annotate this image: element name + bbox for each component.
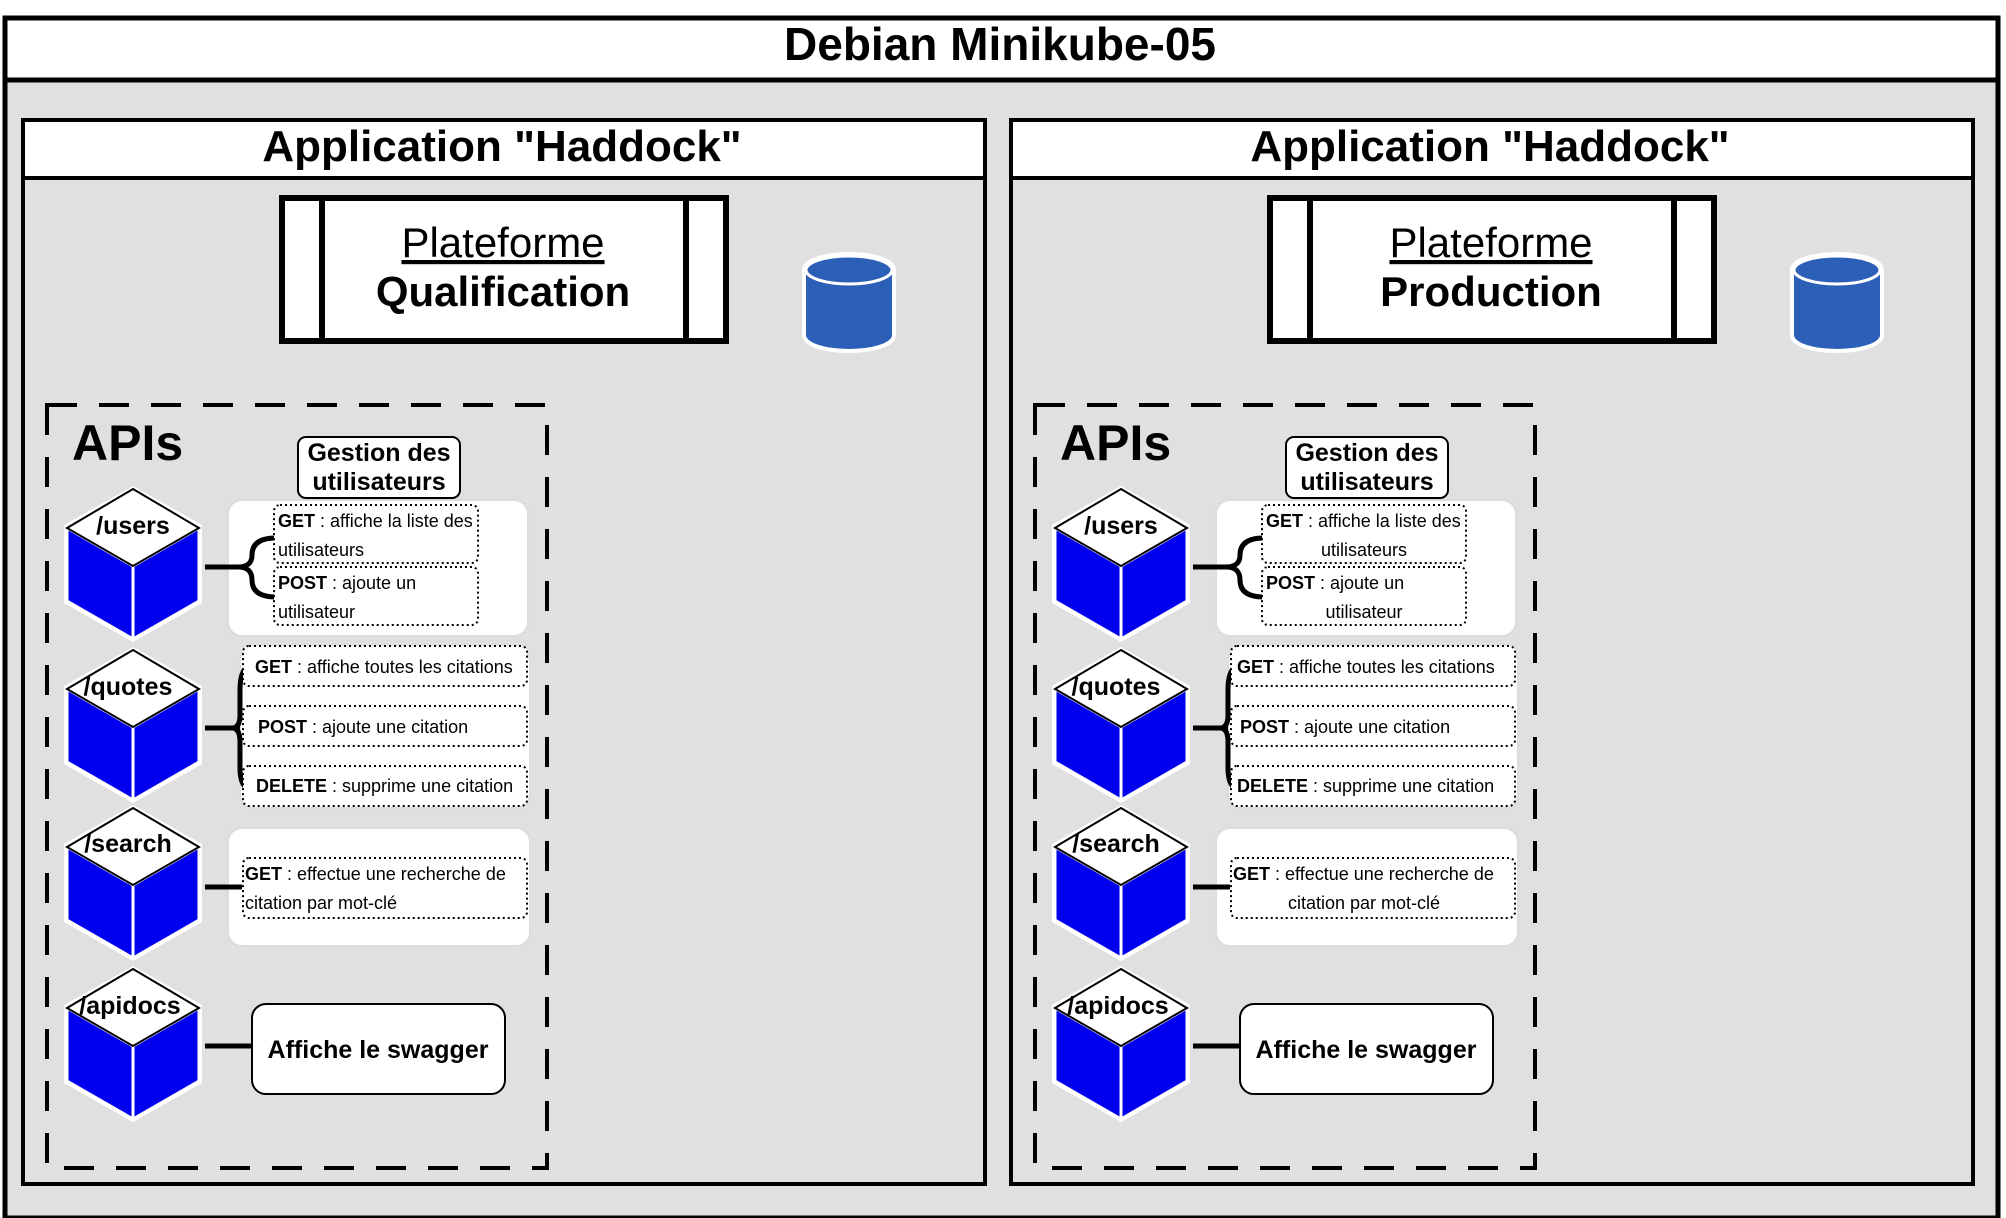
operation-text: POST : ajoute une citation bbox=[258, 717, 468, 737]
operation-text: GET : effectue une recherche de bbox=[1233, 864, 1494, 884]
app-title: Application "Haddock" bbox=[1250, 122, 1729, 171]
operation-text: GET : effectue une recherche de bbox=[245, 864, 506, 884]
endpoint-path: /users bbox=[1084, 512, 1158, 540]
swagger-label: Affiche le swagger bbox=[268, 1036, 489, 1064]
environment-qualification: Application "Haddock" Plateforme Qualifi… bbox=[21, 118, 987, 1186]
endpoint-path: /users bbox=[96, 512, 170, 540]
swagger-label: Affiche le swagger bbox=[1256, 1036, 1477, 1064]
operation-text-cont: utilisateur bbox=[1325, 602, 1402, 622]
cube-icon-search: /search bbox=[1052, 805, 1190, 961]
host-title: Debian Minikube-05 bbox=[784, 18, 1216, 70]
operation-text-cont: citation par mot-clé bbox=[1288, 893, 1440, 913]
operation-text-cont: utilisateurs bbox=[278, 540, 364, 560]
cube-icon-users: /users bbox=[64, 486, 202, 642]
platform-box bbox=[1267, 195, 1717, 344]
endpoint-path: /search bbox=[84, 830, 172, 858]
cube-icon-search: /search bbox=[64, 805, 202, 961]
cube-icon-quotes: /quotes bbox=[64, 647, 202, 803]
operation-text-cont: utilisateur bbox=[278, 602, 355, 622]
operation-text: GET : affiche toutes les citations bbox=[255, 657, 513, 677]
apis-label: APIs bbox=[72, 415, 183, 471]
apis-frame bbox=[45, 403, 549, 1170]
swagger-box bbox=[251, 1003, 506, 1095]
app-title-bar bbox=[21, 118, 987, 180]
operation-text-cont: citation par mot-clé bbox=[245, 893, 397, 913]
operation-text: GET : affiche toutes les citations bbox=[1237, 657, 1495, 677]
platform-name: Qualification bbox=[376, 268, 630, 315]
cube-icon-quotes: /quotes bbox=[1052, 647, 1190, 803]
operation-text: GET : affiche la liste des bbox=[1266, 511, 1461, 531]
endpoint-path: /quotes bbox=[84, 673, 173, 701]
platform-label: Plateforme bbox=[1389, 219, 1592, 266]
cube-icon-users: /users bbox=[1052, 486, 1190, 642]
platform-box bbox=[279, 195, 729, 344]
user-management-label-line1: Gestion des bbox=[1295, 439, 1438, 467]
endpoint-path: /apidocs bbox=[1067, 992, 1168, 1020]
app-title-bar bbox=[1009, 118, 1975, 180]
operation-text-cont: utilisateurs bbox=[1321, 540, 1407, 560]
database-icon bbox=[1790, 252, 1884, 353]
platform-name: Production bbox=[1380, 268, 1602, 315]
endpoint-path: /search bbox=[1072, 830, 1160, 858]
operation-text: POST : ajoute un bbox=[278, 573, 416, 593]
apis-frame bbox=[1033, 403, 1537, 1170]
operation-text: DELETE : supprime une citation bbox=[256, 776, 513, 796]
app-title: Application "Haddock" bbox=[262, 122, 741, 171]
cube-icon-apidocs: /apidocs bbox=[1052, 966, 1190, 1122]
operation-text: DELETE : supprime une citation bbox=[1237, 776, 1494, 796]
user-management-label-box bbox=[297, 436, 461, 499]
platform-label: Plateforme bbox=[401, 219, 604, 266]
operation-text: POST : ajoute une citation bbox=[1240, 717, 1450, 737]
endpoint-path: /apidocs bbox=[79, 992, 180, 1020]
user-management-label-box bbox=[1285, 436, 1449, 499]
user-management-label-line2: utilisateurs bbox=[312, 468, 445, 496]
endpoint-path: /quotes bbox=[1072, 673, 1161, 701]
cube-icon-apidocs: /apidocs bbox=[64, 966, 202, 1122]
user-management-label-line2: utilisateurs bbox=[1300, 468, 1433, 496]
user-management-label-line1: Gestion des bbox=[307, 439, 450, 467]
host-title-bar bbox=[2, 15, 2001, 83]
swagger-box bbox=[1239, 1003, 1494, 1095]
operation-text: GET : affiche la liste des bbox=[278, 511, 473, 531]
environment-production: Application "Haddock" Plateforme Product… bbox=[1009, 118, 1975, 1186]
database-icon bbox=[802, 252, 896, 353]
operation-text: POST : ajoute un bbox=[1266, 573, 1404, 593]
apis-label: APIs bbox=[1060, 415, 1171, 471]
